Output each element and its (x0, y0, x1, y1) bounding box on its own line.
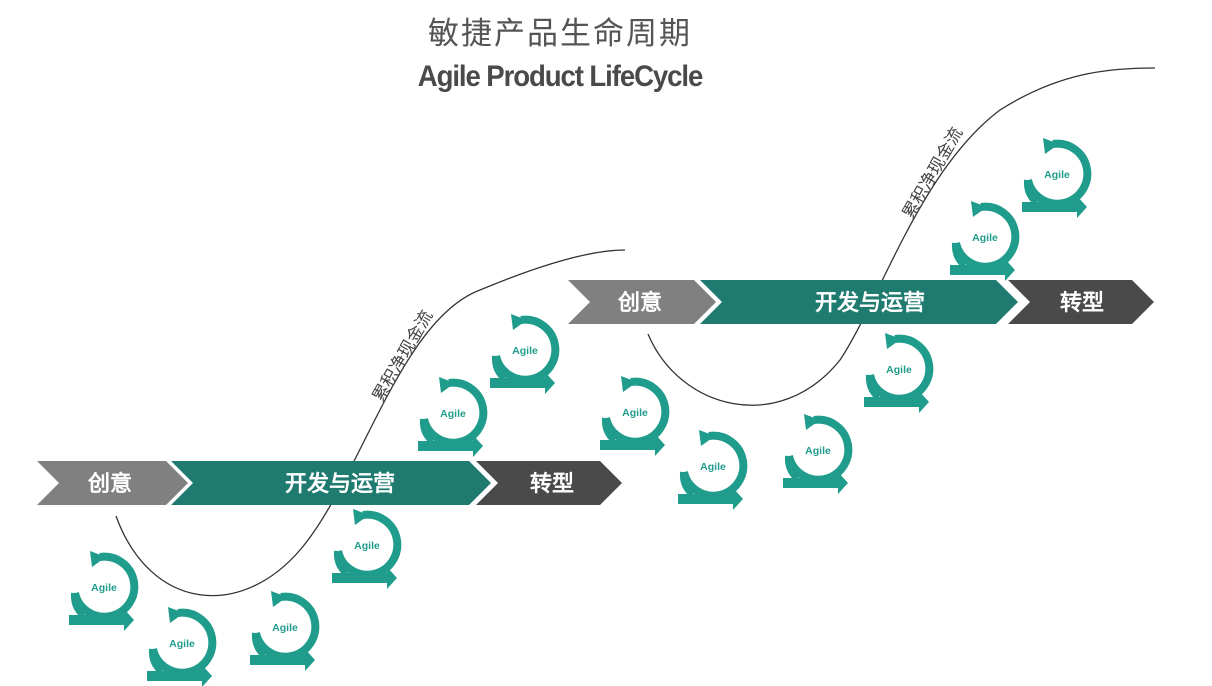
stage-devops-label-2: 开发与运营 (815, 290, 925, 316)
stage-idea-label-2: 创意 (617, 290, 662, 316)
cash-flow-curve-2 (647, 67, 1156, 406)
agile-badge: Agile (250, 591, 315, 671)
stage-devops-label-1: 开发与运营 (285, 471, 395, 497)
stage-devops-chevron-2 (700, 280, 1018, 324)
agile-badge: Agile (69, 551, 134, 631)
agile-badge: Agile (678, 430, 743, 510)
agile-badge: Agile (783, 414, 848, 494)
stage-row-2: 创意 开发与运营 转型 (568, 280, 1154, 324)
stage-transform-chevron-2 (1008, 280, 1154, 324)
stage-transform-label-1: 转型 (530, 471, 574, 497)
agile-badge: Agile (1022, 138, 1087, 218)
diagram-title-en: Agile Product LifeCycle (417, 60, 704, 93)
agile-badge-label: Agile (622, 407, 648, 419)
cash-flow-label-2: 累积净现金流 (899, 124, 967, 222)
agile-badge-label: Agile (972, 232, 998, 244)
stage-idea-chevron-2 (568, 280, 716, 324)
agile-badge-label: Agile (354, 540, 380, 552)
agile-badge: Agile (147, 607, 212, 686)
agile-badge-label: Agile (700, 461, 726, 473)
agile-badge: Agile (950, 201, 1015, 281)
agile-badge: Agile (332, 509, 397, 589)
agile-badge-label: Agile (1044, 169, 1070, 181)
agile-badge-label: Agile (805, 445, 831, 457)
diagram-title-cn: 敏捷产品生命周期 (428, 16, 692, 52)
agile-badge: Agile (418, 377, 483, 457)
agile-badge-label: Agile (886, 364, 912, 376)
agile-badge-label: Agile (272, 622, 298, 634)
stage-transform-label-2: 转型 (1060, 290, 1104, 316)
stage-idea-chevron-1 (37, 461, 188, 505)
stage-devops-chevron-1 (171, 461, 491, 505)
agile-badge-label: Agile (512, 345, 538, 357)
cash-flow-label-1: 累积净现金流 (369, 307, 437, 405)
cash-flow-curve-1 (115, 249, 626, 597)
agile-badge: Agile (864, 333, 929, 413)
stage-idea-label-1: 创意 (87, 471, 132, 497)
agile-badge-label: Agile (91, 582, 117, 594)
agile-badge: Agile (490, 314, 555, 394)
agile-badge: Agile (600, 376, 665, 456)
stage-row-1: 创意 开发与运营 转型 (37, 461, 622, 505)
agile-badge-label: Agile (169, 638, 195, 650)
stage-transform-chevron-1 (476, 461, 622, 505)
agile-badge-label: Agile (440, 408, 466, 420)
